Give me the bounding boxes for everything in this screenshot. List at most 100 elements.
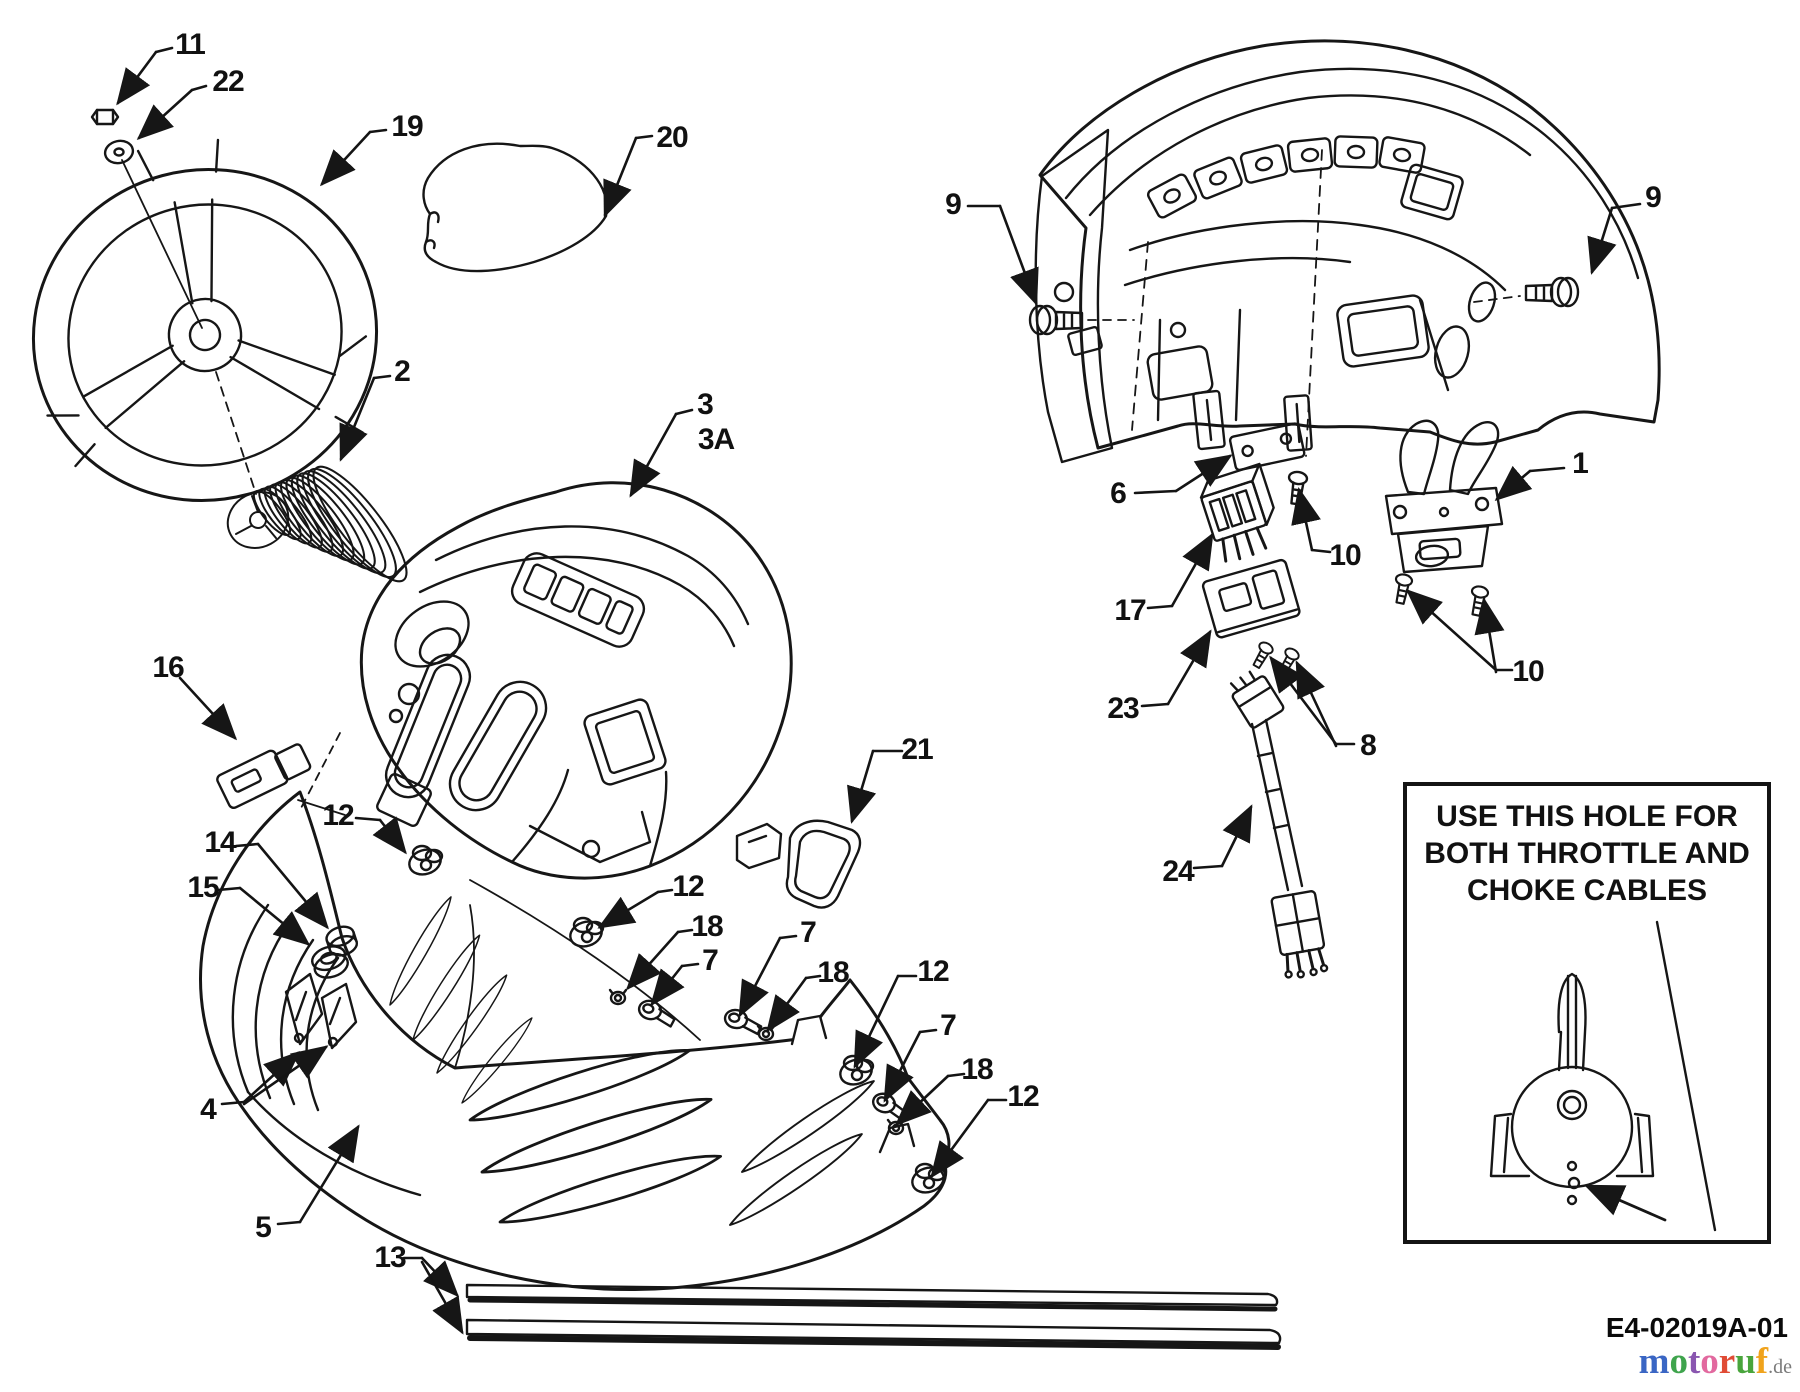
- callout-label-5: 5: [255, 1211, 272, 1244]
- leader-line-17: [1170, 532, 1214, 608]
- trim-strips-13: [465, 1283, 1282, 1350]
- leader-line-13: [420, 1260, 464, 1335]
- ignition-switch-17: [1199, 462, 1275, 563]
- note-line-3: CHOKE CABLES: [1466, 874, 1707, 907]
- callout-label-16: 16: [152, 651, 184, 684]
- nut-11: [90, 108, 120, 126]
- wheel-cover-20: [422, 142, 609, 273]
- leader-line-3: [629, 412, 678, 498]
- logo-letter: m: [1638, 1341, 1670, 1382]
- bolt-9-left: [1028, 304, 1135, 336]
- leader-line-3: [674, 408, 694, 416]
- clip-12b: [565, 916, 607, 952]
- leader-line-21: [847, 749, 877, 824]
- leader-line-11: [154, 46, 174, 54]
- steering-wheel: [31, 138, 379, 502]
- leader-line-14: [256, 842, 329, 930]
- callout-label-3A: 3A: [697, 423, 735, 456]
- callout-label-18b: 18: [817, 956, 849, 989]
- callout-label-13: 13: [374, 1241, 406, 1274]
- callout-label-7b: 7: [800, 916, 817, 949]
- leader-line-10b: [1474, 597, 1505, 674]
- callout-label-1: 1: [1572, 447, 1589, 480]
- nut-18b: [756, 1024, 776, 1042]
- callout-label-8: 8: [1360, 729, 1377, 762]
- leader-line-4: [220, 1100, 246, 1106]
- leader-line-12c: [853, 974, 900, 1069]
- leader-line-14: [234, 842, 260, 848]
- callout-label-22: 22: [212, 65, 244, 98]
- leader-line-8: [1295, 660, 1338, 748]
- leader-line-16: [178, 676, 238, 741]
- callout-label-12b: 12: [672, 870, 704, 903]
- leader-line-18a: [625, 930, 680, 991]
- callout-label-18c: 18: [961, 1053, 993, 1086]
- leader-line-10b: [1405, 588, 1498, 672]
- connector-16: [216, 743, 346, 816]
- leader-line-20: [603, 136, 638, 218]
- bolt-9-right: [1473, 276, 1580, 308]
- leader-line-23: [1140, 702, 1170, 708]
- screw-8a: [1248, 639, 1276, 671]
- washer-22: [103, 139, 135, 165]
- motoruf-logo: motoruf.de: [1560, 1340, 1792, 1383]
- callout-label-4: 4: [200, 1093, 217, 1126]
- leader-line-2: [339, 376, 376, 462]
- logo-letter: r: [1718, 1341, 1736, 1382]
- bracket-6: [1228, 422, 1306, 472]
- motoruf-logo-letters: motoruf: [1639, 1341, 1769, 1382]
- leader-line-10a: [1291, 487, 1321, 552]
- leader-line-15: [216, 886, 242, 892]
- leader-line-7c: [918, 1028, 938, 1034]
- screw-8b: [1274, 645, 1302, 677]
- leader-line-4: [242, 1045, 329, 1106]
- leader-line-6: [1174, 454, 1233, 493]
- leader-line-24: [1192, 864, 1224, 870]
- logo-letter: o: [1669, 1341, 1688, 1382]
- callout-label-3: 3: [697, 388, 714, 421]
- leader-line-18b: [766, 976, 808, 1033]
- callout-label-7a: 7: [702, 944, 719, 977]
- leader-line-8: [1269, 655, 1338, 746]
- callout-label-12a: 12: [322, 799, 354, 832]
- leader-line-1: [1528, 466, 1566, 473]
- screw-7b: [722, 1007, 765, 1036]
- callout-label-2: 2: [394, 355, 411, 388]
- callout-label-7c: 7: [940, 1009, 957, 1042]
- logo-letter: f: [1755, 1341, 1769, 1382]
- callout-label-10a: 10: [1329, 539, 1361, 572]
- leader-line-24: [1220, 804, 1253, 868]
- callout-label-23: 23: [1107, 692, 1139, 725]
- leader-line-12a: [372, 816, 407, 855]
- callout-label-12d: 12: [1007, 1080, 1039, 1113]
- leader-line-18c: [946, 1072, 966, 1078]
- leader-line-12b: [597, 890, 660, 929]
- leader-line-9a: [998, 204, 1039, 306]
- callout-label-14: 14: [204, 826, 236, 859]
- leader-line-1: [1494, 465, 1533, 501]
- callout-label-19: 19: [391, 110, 423, 143]
- leader-line-6: [1133, 489, 1178, 495]
- screw-7a: [635, 997, 679, 1029]
- callout-label-18a: 18: [691, 910, 723, 943]
- clip-12c: [835, 1054, 877, 1090]
- leader-line-7a: [650, 964, 685, 1007]
- logo-letter: t: [1687, 1341, 1701, 1382]
- dash-lower-grille: [199, 790, 951, 1291]
- leader-line-5: [276, 1220, 302, 1226]
- leader-line-12d: [930, 1098, 990, 1179]
- leader-line-23: [1166, 629, 1212, 706]
- dash-housing-upper: [299, 481, 793, 1041]
- bezel-21: [735, 819, 862, 909]
- callout-label-10b: 10: [1512, 655, 1544, 688]
- leader-line-10a: [1310, 548, 1332, 554]
- note-line-1: USE THIS HOLE FOR: [1436, 800, 1738, 833]
- note-line-2: BOTH THROTTLE AND: [1424, 837, 1750, 870]
- callout-label-24: 24: [1162, 855, 1194, 888]
- leader-line-4: [242, 1050, 301, 1104]
- callout-label-15: 15: [187, 871, 219, 904]
- screw-10b1: [1390, 571, 1415, 606]
- clip-12d: [907, 1162, 949, 1198]
